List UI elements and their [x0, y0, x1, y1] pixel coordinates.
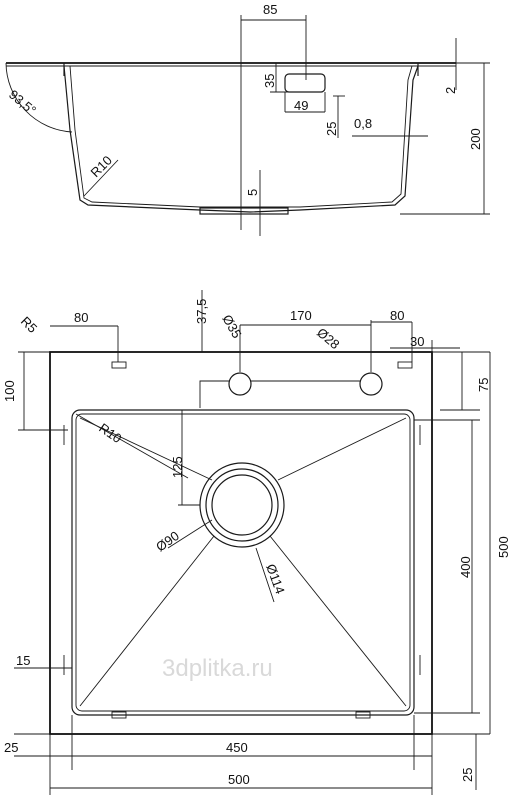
- dim-top-125: 125: [170, 456, 185, 478]
- dim-top-right-80: 80: [390, 308, 404, 323]
- dim-top-450: 450: [226, 740, 248, 755]
- dim-top-right-75: 75: [476, 378, 491, 392]
- dim-top-bottom-25-right: 25: [460, 768, 475, 782]
- dim-top-d35: Ø35: [219, 312, 244, 341]
- dim-top-r5: R5: [18, 314, 40, 336]
- dim-top-37-5: 37,5: [194, 299, 209, 324]
- dim-side-angle: 93,5°: [6, 87, 39, 118]
- dim-top-d28: Ø28: [314, 325, 342, 352]
- side-view: 85 35 49 25 0,8 2 200 93,5° R10 5: [5, 2, 490, 236]
- dim-top-500-vertical: 500: [496, 536, 511, 558]
- dim-top-bottom-25-left: 25: [4, 740, 18, 755]
- dim-top-right-30: 30: [410, 334, 424, 349]
- dim-top-500-horizontal: 500: [228, 772, 250, 787]
- dim-side-r10: R10: [88, 153, 115, 180]
- dim-side-49: 49: [294, 98, 308, 113]
- dim-top-400: 400: [458, 556, 473, 578]
- dim-top-r10: R10: [96, 420, 124, 446]
- dim-side-2: 2: [443, 87, 458, 94]
- dim-top-left-100: 100: [2, 380, 17, 402]
- dim-side-0-8: 0,8: [354, 116, 372, 131]
- dim-top-left-15: 15: [16, 653, 30, 668]
- dim-side-35: 35: [262, 74, 277, 88]
- dim-top-170: 170: [290, 308, 312, 323]
- dim-side-5: 5: [245, 189, 260, 196]
- dim-side-85: 85: [263, 2, 277, 17]
- watermark: 3dplitka.ru: [162, 655, 273, 682]
- dim-top-d114: Ø114: [263, 562, 288, 596]
- dim-top-d90: Ø90: [153, 528, 182, 554]
- dim-top-left-80: 80: [74, 310, 88, 325]
- dim-side-25: 25: [324, 122, 339, 136]
- top-view: 37,5 R5 80 170 80 Ø35 Ø28 30 100 75 R10 …: [2, 290, 511, 795]
- dim-side-200: 200: [468, 128, 483, 150]
